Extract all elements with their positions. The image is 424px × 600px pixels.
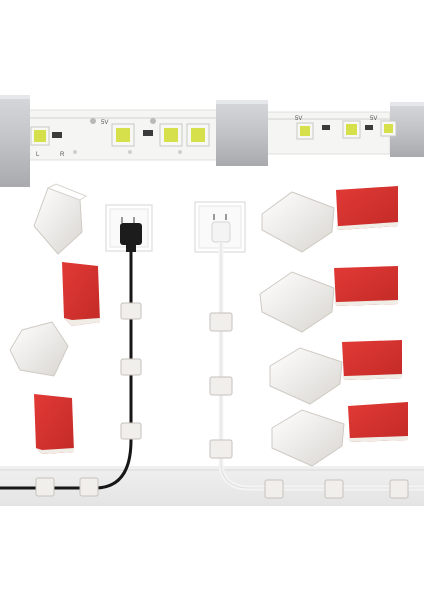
clip-left-1 bbox=[33, 183, 88, 255]
adhesive-pad-right-3 bbox=[342, 340, 402, 380]
led-strip-banner: 5V 5V 5V L R bbox=[0, 95, 424, 187]
led-label-1: 5V bbox=[101, 120, 108, 126]
clip-right-1 bbox=[261, 191, 335, 253]
clip-left-2 bbox=[9, 321, 69, 377]
cable-clips-white bbox=[209, 312, 233, 459]
strip-mark-l: L bbox=[36, 152, 40, 158]
strip-mark-r: R bbox=[60, 152, 65, 158]
cable-clips-black bbox=[120, 302, 142, 440]
aluminum-bracket-left bbox=[0, 95, 30, 187]
adhesive-pad-left-2 bbox=[34, 394, 74, 454]
adhesive-pad-left-1 bbox=[62, 262, 100, 326]
aluminum-bracket-middle bbox=[216, 100, 268, 166]
clip-right-4 bbox=[271, 409, 345, 467]
led-label-3: 5V bbox=[370, 116, 377, 122]
white-cable bbox=[211, 221, 424, 491]
clip-right-3 bbox=[269, 347, 343, 405]
led-chips-right bbox=[296, 120, 397, 140]
led-chips-left bbox=[30, 118, 210, 154]
adhesive-pad-right-1 bbox=[336, 186, 398, 230]
led-label-2: 5V bbox=[295, 116, 302, 122]
adhesive-pad-right-4 bbox=[348, 402, 408, 442]
clip-right-2 bbox=[259, 271, 335, 333]
cable-clips-floor bbox=[35, 477, 409, 499]
adhesive-pad-right-2 bbox=[334, 266, 398, 306]
